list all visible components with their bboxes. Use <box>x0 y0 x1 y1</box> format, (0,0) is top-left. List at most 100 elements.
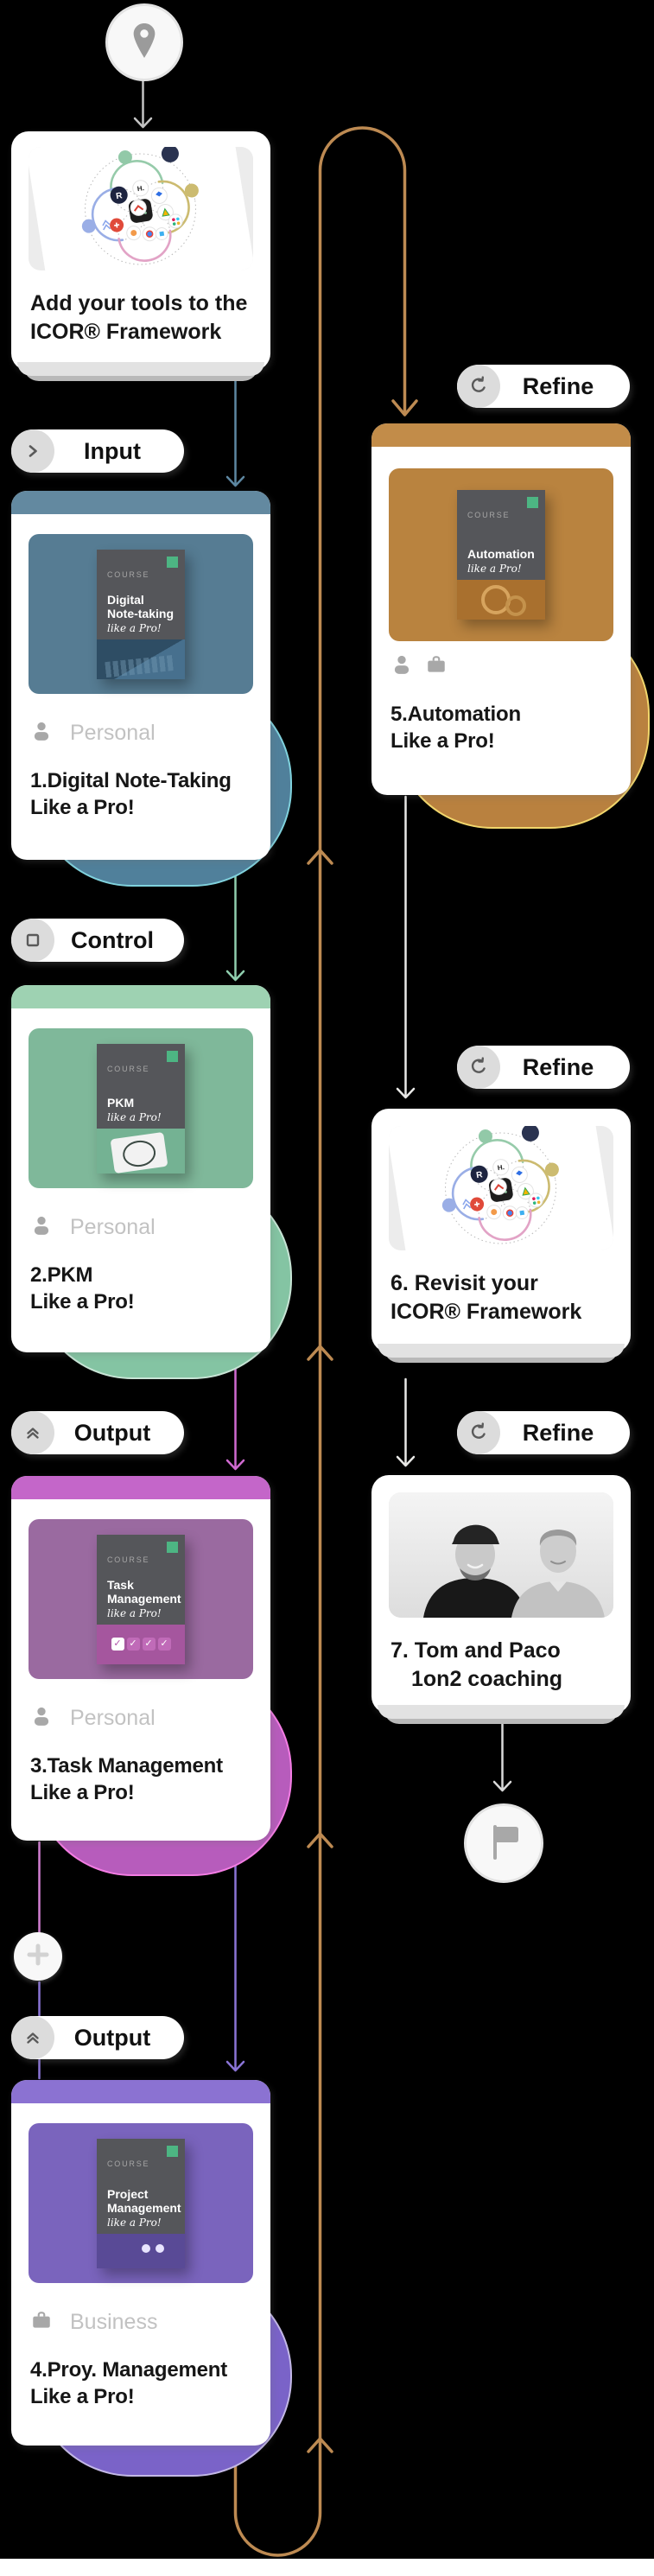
rotate-cw-icon <box>457 1411 500 1454</box>
book-label: COURSE <box>107 2159 150 2168</box>
book-label: COURSE <box>107 1064 150 1073</box>
card-title: 5.Automation Like a Pro! <box>390 703 521 753</box>
square-icon <box>11 919 54 962</box>
card-course-2-pkm[interactable]: COURSE PKM like a Pro! Personal 2.PKM Li… <box>11 985 270 1352</box>
card-title: 2.PKM Like a Pro! <box>30 1263 135 1313</box>
book-art <box>97 2233 185 2268</box>
card-7-coaching[interactable]: 7. Tom and Paco 1on2 coaching <box>371 1475 631 1724</box>
book-script: like a Pro! <box>107 621 162 634</box>
card-color-bar <box>11 1476 270 1499</box>
audience-tag <box>390 653 631 680</box>
svg-text:H.: H. <box>497 1163 505 1172</box>
audience-tag: Business <box>30 2309 270 2336</box>
icor-venn-illustration: R H. <box>29 147 253 270</box>
badge-refine-2[interactable]: Refine <box>457 1046 630 1089</box>
badge-output-2[interactable]: Output <box>11 2016 184 2059</box>
card-intro-icor-framework[interactable]: R H. <box>11 131 270 381</box>
person-icon <box>30 1214 53 1241</box>
icor-venn-illustration: R H. <box>389 1126 613 1250</box>
card-course-5-automation[interactable]: COURSE Automation like a Pro! 5.Automati… <box>371 423 631 795</box>
book-art <box>97 1128 185 1174</box>
chevron-right-icon <box>11 429 54 473</box>
book-badge <box>167 1541 178 1553</box>
plus-icon <box>25 1942 51 1972</box>
audience-tag: Personal <box>30 1214 270 1241</box>
audience-tag: Personal <box>30 720 270 747</box>
book-label: COURSE <box>467 511 511 519</box>
card-title: 4.Proy. Management Like a Pro! <box>30 2358 228 2408</box>
book-art <box>457 580 545 620</box>
audience-tag: Personal <box>30 1705 270 1732</box>
person-icon <box>30 720 53 747</box>
add-step-button[interactable] <box>14 1932 62 1981</box>
svg-text:R: R <box>115 191 124 201</box>
badge-input[interactable]: Input <box>11 429 184 473</box>
book-script: like a Pro! <box>107 1110 162 1123</box>
badge-refine-1[interactable]: Refine <box>457 365 630 408</box>
card-title: Add your tools to the ICOR® Framework <box>30 291 248 344</box>
book-art: ✓✓✓✓ <box>97 1624 185 1664</box>
briefcase-icon <box>425 653 448 680</box>
card-color-bar <box>11 985 270 1008</box>
book-label: COURSE <box>107 1555 150 1564</box>
book-label: COURSE <box>107 569 150 579</box>
book-badge <box>167 1050 178 1062</box>
book-script: like a Pro! <box>467 563 522 575</box>
badge-label: Control <box>71 926 154 953</box>
badge-label: Output <box>73 2024 151 2051</box>
card-6-revisit-icor-framework[interactable]: R H. <box>371 1109 631 1363</box>
rotate-cw-icon <box>457 1046 500 1089</box>
book-title: PKM <box>107 1095 135 1110</box>
book-badge <box>167 2145 178 2157</box>
end-node[interactable] <box>464 1803 543 1883</box>
badge-output-1[interactable]: Output <box>11 1411 184 1454</box>
card-title: 7. Tom and Paco 1on2 coaching <box>390 1638 563 1691</box>
course-cover-area: COURSE Automation like a Pro! <box>389 468 613 641</box>
card-title: 1.Digital Note-Taking Like a Pro! <box>30 769 232 819</box>
badge-label: Input <box>84 437 141 464</box>
svg-text:H.: H. <box>137 184 144 193</box>
badge-label: Refine <box>522 372 594 399</box>
svg-text:R: R <box>475 1170 484 1180</box>
icor-framework-illustration: R H. <box>389 1126 613 1250</box>
card-color-bar <box>371 423 631 447</box>
badge-refine-3[interactable]: Refine <box>457 1411 630 1454</box>
card-title: 3.Task Management Like a Pro! <box>30 1754 223 1804</box>
badge-label: Output <box>73 1419 151 1446</box>
book-title: Automation <box>467 547 535 561</box>
rotate-cw-icon <box>457 365 500 408</box>
tom-and-paco-photo <box>389 1492 613 1618</box>
badge-control[interactable]: Control <box>11 919 184 962</box>
book-cover: COURSE Automation like a Pro! <box>457 490 545 620</box>
map-pin-icon <box>128 21 161 65</box>
icor-framework-illustration: R H. <box>29 147 253 270</box>
briefcase-icon <box>30 2309 53 2336</box>
book-badge <box>527 497 538 508</box>
card-color-bar <box>11 491 270 514</box>
book-script: like a Pro! <box>107 1606 162 1619</box>
double-chevron-up-icon <box>11 1411 54 1454</box>
book-art <box>97 639 185 679</box>
badge-label: Refine <box>522 1419 594 1446</box>
person-icon <box>390 653 413 680</box>
start-node[interactable] <box>105 3 183 81</box>
book-script: like a Pro! <box>107 2216 162 2229</box>
badge-label: Refine <box>522 1053 594 1080</box>
course-cover-area: COURSE PKM like a Pro! <box>29 1028 253 1188</box>
book-cover: COURSE PKM like a Pro! <box>97 1043 185 1174</box>
double-chevron-up-icon <box>11 2016 54 2059</box>
card-title: 6. Revisit your ICOR® Framework <box>390 1271 582 1324</box>
card-color-bar <box>11 2080 270 2103</box>
